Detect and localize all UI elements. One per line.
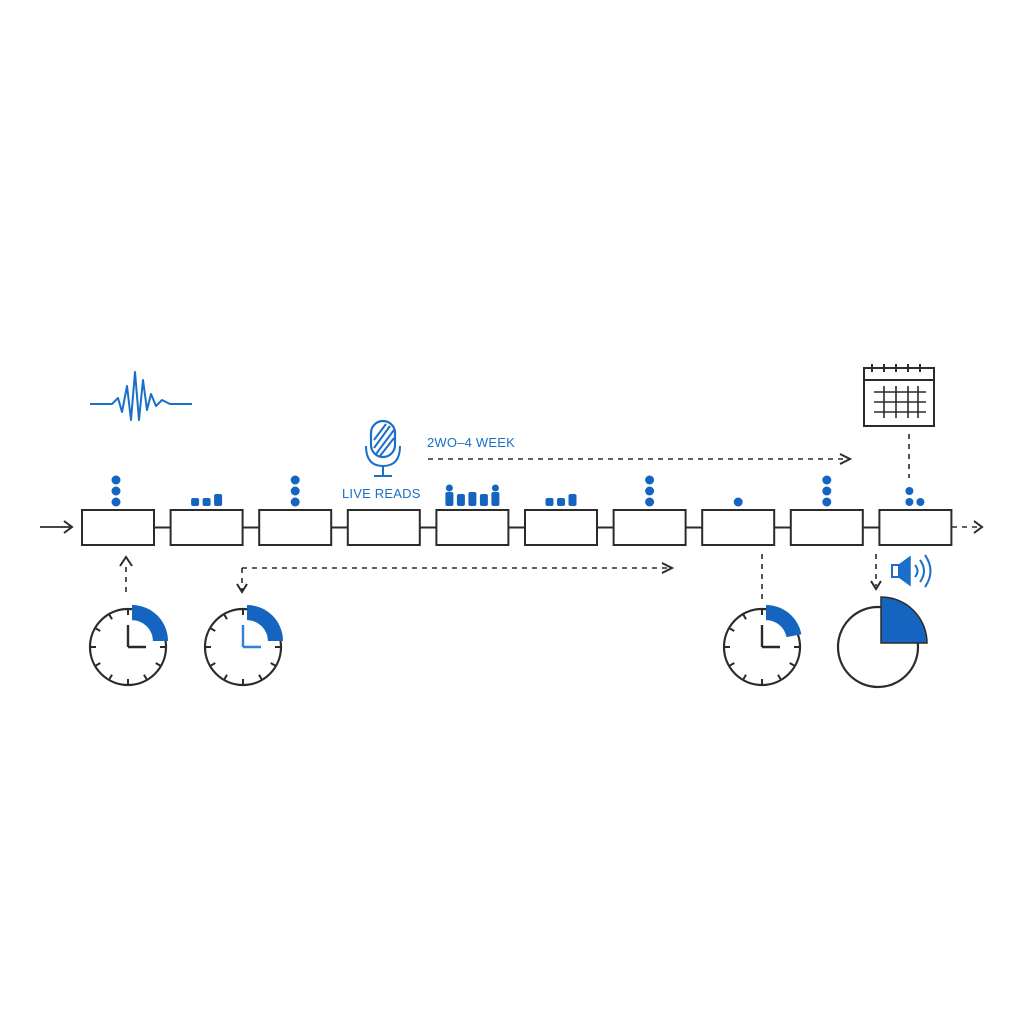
activity-bar	[491, 492, 500, 506]
activity-markers	[111, 475, 925, 507]
clock-tick	[143, 674, 148, 681]
activity-bar	[468, 492, 477, 506]
activity-dot	[822, 475, 832, 485]
activity-dot	[290, 475, 300, 485]
clock-tick	[728, 662, 735, 667]
timeline-slot-1	[81, 509, 155, 546]
activity-bar	[557, 498, 565, 506]
timeline-slot-2	[169, 509, 244, 546]
clock-elapsed-wedge	[247, 605, 283, 641]
timeline-entry-arrow	[40, 520, 74, 534]
activity-dot	[733, 497, 743, 507]
clock-tick	[777, 674, 782, 681]
clock-tick	[789, 662, 796, 667]
duration-label: 2WO–4 WEEK	[427, 435, 515, 450]
timeline-slot-6	[524, 509, 598, 546]
activity-dot	[290, 486, 300, 496]
marker-slot-8	[733, 497, 743, 507]
clock-tick	[258, 674, 263, 681]
clock-2	[203, 605, 283, 687]
activity-dot	[645, 497, 655, 507]
marker-slot-10	[905, 487, 925, 506]
marker-slot-7	[645, 475, 655, 507]
activity-bar	[214, 494, 223, 506]
marker-slot-3	[290, 475, 300, 507]
clock-3	[722, 605, 802, 687]
activity-dot	[491, 484, 499, 492]
clock-1	[88, 605, 168, 687]
marker-slot-1	[111, 475, 121, 507]
clock-tick	[742, 674, 747, 681]
marker-slot-6	[545, 494, 577, 506]
activity-dot	[111, 486, 121, 496]
activity-bar	[456, 494, 465, 506]
activity-bar	[545, 498, 554, 506]
clock-tick	[728, 627, 735, 632]
activity-bar	[568, 494, 577, 506]
activity-dot	[290, 497, 300, 507]
activity-dot	[822, 497, 832, 507]
clock-1-connector	[119, 555, 133, 592]
activity-dot	[445, 484, 453, 492]
span-arrow	[236, 562, 675, 594]
activity-dot	[645, 486, 655, 496]
marker-slot-5	[445, 484, 500, 506]
activity-dot	[905, 498, 914, 506]
timeline-slot-10	[878, 509, 953, 546]
clock-tick	[742, 613, 747, 620]
activity-dot	[645, 475, 655, 485]
clock-tick	[108, 613, 113, 620]
marker-slot-2	[191, 494, 223, 506]
clock-tick	[209, 662, 216, 667]
clock-elapsed-wedge	[766, 605, 802, 638]
timeline-slot-5	[435, 509, 510, 546]
clock-tick	[108, 674, 113, 681]
timeline-exit-arrow	[952, 520, 984, 534]
activity-dot	[111, 497, 121, 507]
timeline-slot-8	[701, 509, 776, 546]
timeline-slot-7	[612, 509, 687, 546]
activity-dot	[822, 486, 832, 496]
activity-dot	[916, 498, 925, 506]
activity-dot	[111, 475, 121, 485]
clock-4-connector	[870, 554, 882, 591]
timeline-track	[81, 509, 953, 546]
activity-bar	[479, 494, 488, 506]
activity-bar	[191, 498, 200, 506]
clock-tick	[209, 627, 216, 632]
clock-elapsed-wedge	[132, 605, 168, 641]
live-reads-label: LIVE READS	[342, 486, 421, 501]
microphone-icon	[365, 419, 401, 477]
clock-tick	[155, 662, 162, 667]
clock-tick	[223, 613, 228, 620]
calendar-icon	[863, 364, 935, 427]
activity-bar	[445, 492, 454, 506]
timeline-slot-3	[258, 509, 333, 546]
duration-arrow	[428, 453, 853, 465]
activity-bar	[202, 498, 211, 506]
clock-elapsed-wedge	[880, 596, 928, 644]
clock-tick	[94, 627, 101, 632]
activity-dot	[905, 487, 914, 495]
speaker-icon	[891, 554, 932, 588]
clock-tick	[94, 662, 101, 667]
marker-slot-9	[822, 475, 832, 507]
clock-tick	[223, 674, 228, 681]
waveform-icon	[90, 371, 192, 421]
timeline-slot-9	[789, 509, 864, 546]
clock-tick	[270, 662, 277, 667]
timeline-slot-4	[346, 509, 421, 546]
clock-4	[836, 596, 928, 689]
